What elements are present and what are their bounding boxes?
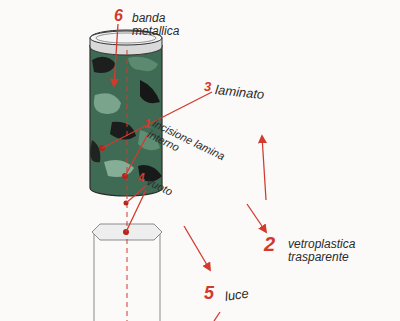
part-label: vetroplastica trasparente: [288, 238, 396, 263]
part-label: luce: [224, 284, 266, 303]
marker-dots: [99, 145, 129, 235]
callout-number: 6: [114, 8, 132, 25]
part-label: laminato: [215, 83, 286, 104]
axis-line: [127, 50, 128, 321]
callout-number: 5: [204, 284, 222, 303]
callout-number: 2: [264, 234, 284, 255]
leader-lines: [102, 24, 266, 321]
part-label: banda metallica: [132, 12, 198, 37]
